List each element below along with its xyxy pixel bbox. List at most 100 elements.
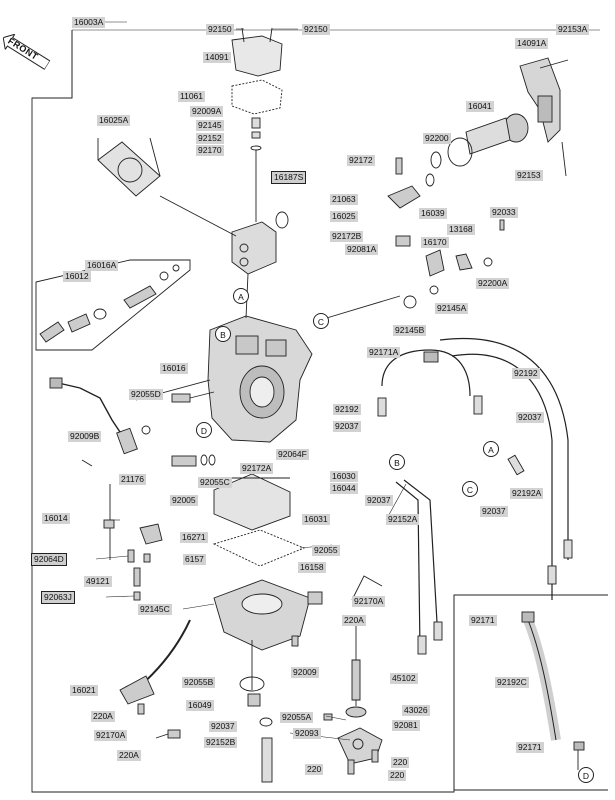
gasket-shape	[231, 79, 283, 115]
part-label: 220	[391, 757, 410, 768]
part-label: 92064D	[31, 553, 67, 566]
part-label: 92037	[480, 506, 508, 517]
part-label: 21176	[119, 474, 147, 485]
part-label: 16158	[298, 562, 326, 573]
part-label: 11061	[178, 91, 206, 102]
float-bowl-shape	[213, 579, 311, 651]
part-label: 92055	[312, 545, 340, 556]
part-label: 220	[305, 764, 324, 775]
part-label: 16021	[70, 685, 98, 696]
part-label: 92055B	[182, 677, 216, 688]
part-label: 16030	[330, 471, 358, 482]
callout-marker: D	[196, 422, 212, 438]
part-label: 16170	[421, 237, 449, 248]
callout-marker: C	[462, 481, 478, 497]
part-label: 16025A	[97, 115, 131, 126]
part-label: 16014	[42, 513, 70, 524]
part-label: 43026	[402, 705, 430, 716]
part-label: 92192A	[510, 488, 544, 499]
part-label: 92005	[170, 495, 198, 506]
part-label: 92192C	[495, 677, 529, 688]
part-label: 92170A	[94, 730, 128, 741]
part-label: 92037	[516, 412, 544, 423]
part-label: 14091A	[515, 38, 549, 49]
part-label: 92064F	[276, 449, 309, 460]
part-label: 220	[388, 770, 407, 781]
part-label: 92009A	[190, 106, 224, 117]
callout-marker: A	[233, 288, 249, 304]
part-label: 92171	[469, 615, 497, 626]
part-label: 92037	[209, 721, 237, 732]
part-label: 16049	[186, 700, 214, 711]
part-label: 92200	[423, 133, 451, 144]
part-label: 16039	[419, 208, 447, 219]
part-label: 92150	[302, 24, 330, 35]
part-label: 92171A	[367, 347, 401, 358]
part-label: 92093	[293, 728, 321, 739]
part-label: 92153A	[556, 24, 590, 35]
part-label: 92171	[516, 742, 544, 753]
part-label: 16016A	[85, 260, 119, 271]
part-label: 92172	[347, 155, 375, 166]
part-label: 92145A	[435, 303, 469, 314]
sensor-body-shape	[231, 221, 277, 275]
part-label: 92055D	[129, 389, 163, 400]
part-label: 92009B	[68, 431, 102, 442]
jet-kit-outline	[35, 259, 191, 351]
part-label: 16025	[330, 211, 358, 222]
part-label: 92063J	[41, 591, 75, 604]
sensor-cable	[53, 381, 125, 439]
callout-marker: D	[578, 767, 594, 783]
part-label: 14091	[203, 52, 231, 63]
overflow-hose	[523, 618, 561, 741]
vent-hose-inner	[451, 353, 553, 600]
part-label: 92153	[515, 170, 543, 181]
part-label: 92033	[490, 207, 518, 218]
part-label: 92170A	[352, 596, 386, 607]
part-label: 16031	[302, 514, 330, 525]
sensor-plate-shape	[97, 141, 161, 197]
part-label: 16271	[180, 532, 208, 543]
part-label: 16041	[466, 101, 494, 112]
part-label: 16187S	[270, 171, 307, 184]
part-label: 92200A	[476, 278, 510, 289]
part-label: 92170	[196, 145, 224, 156]
part-label: 16044	[330, 483, 358, 494]
part-label: 92037	[333, 421, 361, 432]
float-shape	[213, 473, 291, 531]
callout-marker: C	[313, 313, 329, 329]
part-label: 92172B	[330, 231, 364, 242]
part-label: 220A	[342, 615, 366, 626]
part-label: 16003A	[72, 17, 106, 28]
part-label: 92145B	[393, 325, 427, 336]
part-label: 92152B	[204, 737, 238, 748]
callout-marker: A	[483, 441, 499, 457]
part-label: 92172A	[240, 463, 274, 474]
front-direction-arrow: FRONT	[0, 30, 52, 83]
part-label: 13168	[447, 224, 475, 235]
part-label: 92055C	[198, 477, 232, 488]
part-label: 45102	[390, 673, 418, 684]
part-label: 92037	[365, 495, 393, 506]
top-cover-shape	[231, 35, 283, 77]
part-label: 92152A	[386, 514, 420, 525]
part-label: 92081	[392, 720, 420, 731]
part-label: 220A	[91, 711, 115, 722]
part-label: 92055A	[280, 712, 314, 723]
part-label: 49121	[84, 576, 112, 587]
vent-hose-outer	[439, 338, 569, 560]
callout-marker: B	[215, 326, 231, 342]
part-label: 16012	[63, 271, 91, 282]
part-label: 92192	[333, 404, 361, 415]
callout-marker: B	[389, 454, 405, 470]
part-label: 16016	[160, 363, 188, 374]
part-label: 92150	[206, 24, 234, 35]
part-label: 92145	[196, 120, 224, 131]
part-label: 92192	[512, 368, 540, 379]
part-label: 92152	[196, 133, 224, 144]
assembly-outline-right	[453, 595, 608, 791]
part-label: 92009	[291, 667, 319, 678]
part-label: 220A	[117, 750, 141, 761]
